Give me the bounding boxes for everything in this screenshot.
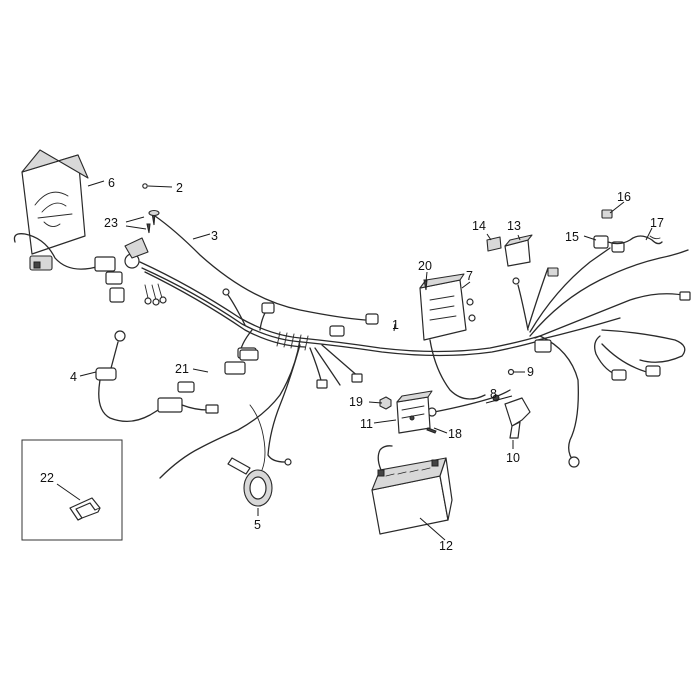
part-12-battery[interactable]	[371, 445, 453, 535]
callout-11: 11	[360, 417, 373, 431]
callout-14: 14	[472, 219, 486, 233]
part-8-ht-lead[interactable]	[427, 389, 511, 417]
part-9-grommet[interactable]	[507, 368, 515, 376]
callout-17: 17	[650, 216, 664, 230]
callout-3: 3	[211, 229, 218, 243]
part-10-spark-plug-cap[interactable]	[492, 394, 531, 439]
part-22-clip[interactable]	[69, 497, 101, 521]
callout-13: 13	[507, 219, 521, 233]
part-16-fuse[interactable]	[601, 209, 613, 219]
part-19-nut[interactable]	[379, 396, 392, 410]
callout-20: 20	[418, 259, 432, 273]
callout-23: 23	[104, 216, 118, 230]
part-20-screw[interactable]	[423, 279, 428, 291]
left-connector-pigtail[interactable]	[13, 233, 116, 272]
part-3-wire[interactable]	[154, 215, 366, 321]
leader-lines	[56, 180, 653, 541]
part-4-key-switch[interactable]	[95, 330, 219, 422]
part-7-cdi-unit[interactable]	[419, 273, 486, 400]
callout-6: 6	[108, 176, 115, 190]
extension-harness[interactable]	[594, 329, 686, 381]
callout-19: 19	[349, 395, 363, 409]
part-2-washer[interactable]	[142, 183, 148, 189]
callout-labels: 6 2 3 23 4 21 5 22 1 20 7 14 13 15 16 17…	[40, 176, 664, 553]
callout-16: 16	[617, 190, 631, 204]
callout-4: 4	[70, 370, 77, 384]
ignition-connector-cluster[interactable]	[105, 237, 167, 306]
part-17-wire[interactable]	[649, 235, 661, 240]
callout-12: 12	[439, 539, 453, 553]
part-22-inset-frame	[21, 439, 123, 541]
callout-22: 22	[40, 471, 54, 485]
part-23-screws[interactable]	[146, 209, 160, 234]
callout-10: 10	[506, 451, 520, 465]
part-3-connector[interactable]	[365, 313, 379, 325]
part-15-fuse-holder[interactable]	[593, 235, 663, 249]
callout-21: 21	[175, 362, 189, 376]
harness-connectors[interactable]	[222, 241, 691, 468]
part-14-fuse[interactable]	[486, 236, 502, 252]
part-18-screw[interactable]	[426, 427, 437, 434]
callout-2: 2	[176, 181, 183, 195]
part-11-regulator[interactable]	[396, 390, 433, 434]
part-21-connectors[interactable]	[177, 349, 259, 393]
part-1-main-harness[interactable]	[139, 247, 689, 479]
callout-15: 15	[565, 230, 579, 244]
callout-7: 7	[466, 269, 473, 283]
part-5-horn[interactable]	[227, 404, 273, 507]
callout-1: 1	[392, 318, 399, 332]
callout-18: 18	[448, 427, 462, 441]
callout-8: 8	[490, 387, 497, 401]
part-6-booklet[interactable]	[21, 149, 89, 255]
callout-5: 5	[254, 518, 261, 532]
callout-9: 9	[527, 365, 534, 379]
part-13-relay[interactable]	[504, 234, 533, 267]
